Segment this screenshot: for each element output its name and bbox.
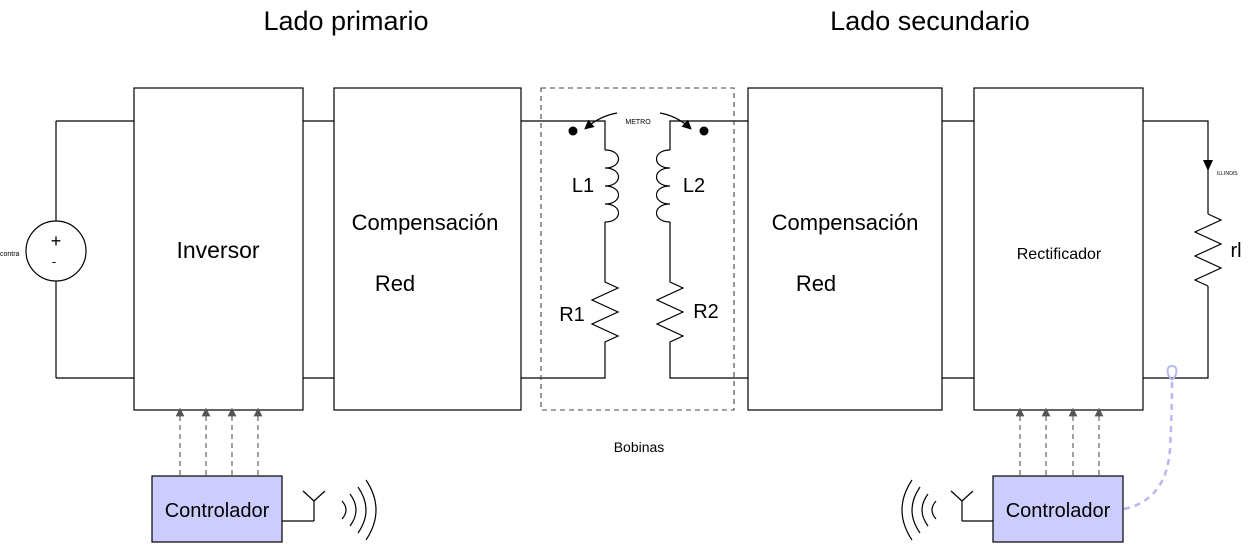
secondary-antenna-icon <box>950 490 993 522</box>
mutual-inductance-label: METRO <box>625 119 651 126</box>
dc-voltage-source: + - <box>25 220 87 282</box>
source-minus-sign: - <box>52 254 56 269</box>
primary-polarity-dot <box>568 126 578 136</box>
primary-compensation-label: Compensación <box>352 210 499 235</box>
r2-label: R2 <box>693 301 719 323</box>
rectifier-block: Rectificador <box>973 87 1144 411</box>
secondary-compensation-block: Compensación Red <box>747 87 943 411</box>
source-wiring <box>55 120 134 379</box>
primary-wireless-waves-icon <box>341 479 377 541</box>
primary-controller: Controlador <box>151 475 283 543</box>
secondary-wireless-waves-icon <box>901 479 937 541</box>
r1-label: R1 <box>559 304 585 326</box>
primary-side-heading: Lado primario <box>263 6 428 36</box>
secondary-side-heading: Lado secundario <box>830 6 1030 36</box>
feedback-link <box>1123 379 1174 511</box>
inverter-block: Inversor <box>133 87 304 411</box>
primary-control-signals <box>175 407 263 475</box>
secondary-compensation-label: Compensación <box>772 210 919 235</box>
secondary-control-signals <box>1015 407 1104 475</box>
l2-label: L2 <box>683 175 705 197</box>
primary-controller-label: Controlador <box>165 500 270 522</box>
l1-label: L1 <box>572 175 594 197</box>
secondary-resistor <box>655 272 685 348</box>
coils-group-frame <box>540 87 735 411</box>
primary-inductor <box>604 149 620 223</box>
source-plus-sign: + <box>51 231 62 251</box>
secondary-controller: Controlador <box>992 475 1124 543</box>
feedback-sensor-icon <box>1166 364 1178 381</box>
secondary-polarity-dot <box>699 126 709 136</box>
load-resistor-label: rl <box>1230 240 1241 262</box>
secondary-network-label: Red <box>796 271 836 296</box>
primary-antenna-icon <box>282 490 326 522</box>
load-current-label: ILLINOIS <box>1217 171 1238 177</box>
inverter-label: Inversor <box>176 237 259 263</box>
mutual-arrow-left <box>584 112 618 130</box>
secondary-inductor <box>655 149 671 223</box>
secondary-controller-label: Controlador <box>1006 500 1111 522</box>
mutual-arrow-right <box>659 112 692 130</box>
primary-compensation-block: Compensación Red <box>333 87 522 411</box>
secondary-wiring <box>669 120 1209 379</box>
load-current-arrow <box>1203 160 1213 171</box>
primary-network-label: Red <box>375 271 415 296</box>
rectifier-label: Rectificador <box>1017 246 1102 263</box>
source-label: contra <box>0 251 20 258</box>
primary-wiring <box>303 120 606 379</box>
load-resistor <box>1193 213 1223 287</box>
coils-group-label: Bobinas <box>614 439 665 455</box>
primary-resistor <box>590 272 620 348</box>
